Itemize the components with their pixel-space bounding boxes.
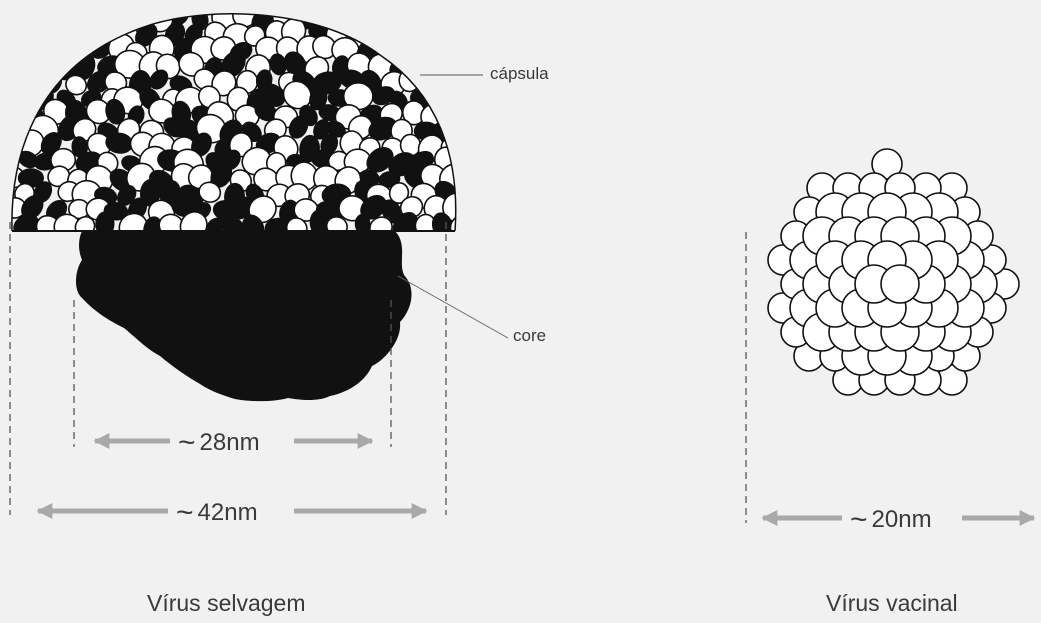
approx-symbol: ~ [850,503,868,536]
capsomer-dark [456,150,481,177]
approx-symbol: ~ [176,496,194,529]
capsomer-light [339,3,366,32]
capsomer-dark [419,4,451,37]
capsomer-dark [437,69,465,97]
capsomer-light [422,18,460,55]
capsomer-light [52,18,79,47]
capsomer-light [396,0,436,35]
capsomer-light [38,24,61,48]
capsomer-dark [42,35,70,62]
capsomer-dark [2,70,29,101]
wild-virus-title: Vírus selvagem [147,590,306,617]
capsomer-dark [428,85,459,110]
vaccine-virus-sphere [768,149,1019,395]
capsomer-dark [453,84,484,110]
capsomer-light [456,119,482,144]
capsomer-light [381,4,408,30]
capsomer-light [421,69,449,98]
vaccine-virus-title: Vírus vacinal [826,590,958,617]
capsomer-light [21,34,53,67]
capsomer-light [8,51,40,83]
approx-symbol: ~ [178,426,196,459]
capsomer-light [23,66,52,95]
capsomer-light [0,117,19,145]
capsomer-light [410,22,437,50]
core-leader-line [398,276,508,338]
capsomer-light [0,23,14,49]
capsomer-dark [67,35,87,61]
capsomer-light [0,0,29,37]
capsule-label: cápsula [490,64,549,84]
capsomer-dark [47,4,70,32]
capsomer-light [0,83,20,111]
capsomer-dark [13,20,42,52]
capsomer-light [15,0,51,34]
capsomer-dark [446,6,469,27]
dimension-value: 28nm [200,429,260,456]
wild-virus-capsule [0,0,485,247]
capsomer-light [0,99,27,128]
capsomer-dark [367,24,390,42]
wild-virus-core [76,231,412,401]
dimension-42nm: ~42nm [172,496,262,530]
dimension-20nm: ~20nm [846,503,936,537]
capsomer-light [456,22,483,49]
capsomer-dark [7,83,38,114]
capsomer-light [0,34,28,64]
capsomer-light [424,36,447,61]
capsomer-light [396,30,436,70]
capsomer-light [60,3,93,33]
capsomer-dark [354,6,380,32]
dimension-28nm: ~28nm [174,426,264,460]
capsomer-dark [86,4,108,29]
dimension-value: 20nm [872,506,932,533]
capsomer-dark [413,51,437,76]
capsomer-dark [435,56,458,76]
dimension-value: 42nm [198,499,258,526]
capsomer-circle [881,265,919,303]
capsomer-dark [35,53,54,77]
capsomer-light [454,51,479,75]
capsomer-light [389,23,409,45]
capsomer-dark [78,18,99,43]
core-label: core [513,326,546,346]
capsomer-light [0,46,20,83]
capsomer-dark [440,33,472,67]
